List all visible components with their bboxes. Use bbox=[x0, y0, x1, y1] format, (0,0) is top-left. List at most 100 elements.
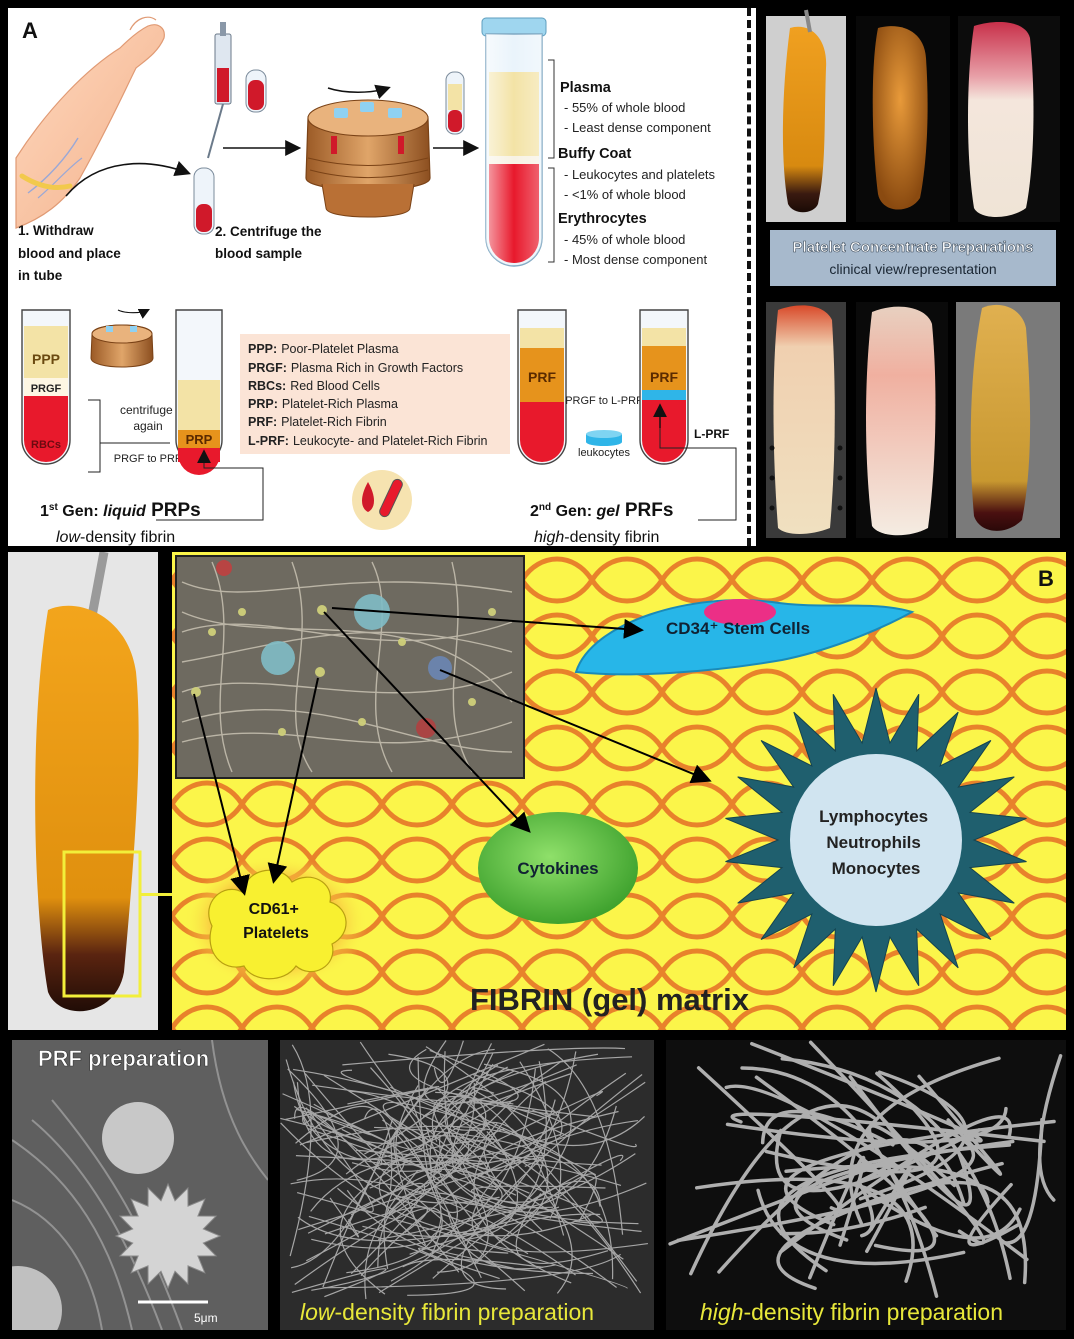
tube-rbcs-label: RBCs bbox=[31, 439, 61, 451]
gen2-subheading: high-density fibrin bbox=[534, 529, 659, 546]
centrifuge-again-line2: again bbox=[133, 419, 162, 433]
small-centrifuge-icon bbox=[90, 309, 154, 368]
cytokines-label: Cytokines bbox=[517, 859, 598, 878]
gen2-heading: 2nd Gen: gel PRFs bbox=[530, 500, 673, 521]
sem-cell-spiky bbox=[114, 1182, 222, 1290]
buffy-line1: - Leukocytes and platelets bbox=[564, 167, 716, 182]
buffy-line2: - <1% of whole blood bbox=[564, 187, 686, 202]
svg-text:1. Withdraw blood and pl: 1. Withdraw blood and place in tube bbox=[18, 223, 125, 283]
centrifuge-illustration bbox=[305, 84, 431, 218]
panel-b-matrix: B CD34⁺ Stem Cell bbox=[172, 552, 1066, 1030]
zoom-connector bbox=[140, 893, 174, 896]
prf-clot-photo-3 bbox=[968, 22, 1034, 217]
banner-title: Platelet Concentrate Preparations bbox=[793, 239, 1034, 256]
prf-clot-photo-6 bbox=[970, 304, 1031, 531]
prf-clot-photo-4 bbox=[773, 305, 835, 534]
legend-text-1: Plasma Rich in Growth Factors bbox=[291, 361, 463, 375]
tube-prf1-label: PRF bbox=[528, 369, 556, 385]
svg-text:RBCs:Red Blood Cells: RBCs:Red Blood Cells bbox=[248, 379, 380, 393]
small-blood-tube bbox=[193, 167, 215, 235]
legend-text-3: Platelet-Rich Plasma bbox=[282, 397, 398, 411]
legend-abbr-0: PPP: bbox=[248, 342, 277, 356]
lymph-line2: Neutrophils bbox=[826, 833, 920, 852]
photo-column: Platelet Concentrate Preparations clinic… bbox=[760, 8, 1066, 546]
gen1-subheading: low-density fibrin bbox=[56, 529, 175, 546]
stem-cell-label: CD34⁺ Stem Cells bbox=[666, 619, 810, 638]
legend-abbr-5: L-PRF: bbox=[248, 434, 289, 448]
tube-prf2-label: PRF bbox=[650, 369, 678, 385]
gen1-heading: 1st Gen: liquid PRPs bbox=[40, 500, 201, 521]
svg-text:PPP:Poor-Platelet Plasma: PPP: Poor-Platelet Plasma bbox=[248, 342, 399, 356]
prf-preparation-title: PRF preparation bbox=[38, 1046, 209, 1071]
prf-clot-photo-2 bbox=[872, 26, 928, 210]
lymph-line3: Monocytes bbox=[832, 859, 921, 878]
sem-low-density-art: low-density fibrin preparation bbox=[280, 1040, 654, 1330]
legend-abbr-1: PRGF: bbox=[248, 361, 287, 375]
zoom-box bbox=[62, 850, 142, 998]
legend-abbr-4: PRF: bbox=[248, 415, 277, 429]
svg-text:centrifuge again: centrifuge again bbox=[120, 403, 176, 433]
small-separated-tube bbox=[445, 71, 465, 135]
step2-line2: blood sample bbox=[215, 246, 303, 261]
svg-text:L-PRF:Leukocyte- and Platelet-: L-PRF:Leukocyte- and Platelet-Rich Fibri… bbox=[248, 434, 488, 448]
legend-abbr-3: PRP: bbox=[248, 397, 278, 411]
panel-b-letter: B bbox=[1038, 566, 1054, 591]
prf-clot-large bbox=[35, 605, 139, 1012]
dashed-divider bbox=[747, 8, 751, 546]
fibrin-matrix-diagram: B CD34⁺ Stem Cell bbox=[172, 552, 1066, 1030]
matrix-label: FIBRIN (gel) matrix bbox=[470, 982, 750, 1017]
svg-text:PRF:Platelet-Rich Fibrin: PRF: Platelet-Rich Fibrin bbox=[248, 415, 387, 429]
tube-prf bbox=[517, 309, 567, 465]
legend-list: PPP: Poor-Platelet Plasma PRGF: Plasma Ric… bbox=[248, 342, 488, 448]
syringe-illustration bbox=[207, 22, 232, 159]
tube-prgf-label: PRGF bbox=[31, 383, 62, 395]
low-density-caption: low-density fibrin preparation bbox=[300, 1299, 594, 1325]
lymph-line1: Lymphocytes bbox=[819, 807, 928, 826]
sem-high-density-art: high-density fibrin preparation bbox=[666, 1040, 1066, 1330]
svg-text:PRGF:Plasma Rich in Growth Fac: PRGF: Plasma Rich in Growth Factors bbox=[248, 361, 463, 375]
legend-text-0: Poor-Platelet Plasma bbox=[281, 342, 398, 356]
legend-text-2: Red Blood Cells bbox=[290, 379, 380, 393]
legend-text-4: Platelet-Rich Fibrin bbox=[281, 415, 387, 429]
sem-prf-art: 5μm PRF preparation bbox=[12, 1040, 268, 1330]
tube-ppp-label: PPP bbox=[32, 351, 60, 367]
sem-cell-round bbox=[102, 1102, 174, 1174]
tube-lprf bbox=[639, 309, 689, 465]
plasma-line2: - Least dense component bbox=[564, 120, 711, 135]
panel-a-diagram: A 1. Withdraw blood and place bbox=[15, 16, 737, 546]
tube-prp-label: PRP bbox=[186, 432, 213, 447]
cytokines-shape bbox=[478, 812, 638, 924]
svg-text:Lymphocytes Neutrophils: Lymphocytes Neutrophils Monocytes bbox=[819, 807, 933, 878]
lymphocyte-star bbox=[725, 687, 1027, 993]
sem-high-density-panel: high-density fibrin preparation bbox=[666, 1040, 1066, 1330]
prgf-to-lprf-label: PRGF to L-PRF bbox=[565, 395, 643, 407]
panel-b-arrows bbox=[193, 607, 712, 896]
centrifuge-again-line1: centrifuge bbox=[120, 403, 173, 417]
tube-ppp-prgf-rbcs bbox=[21, 309, 71, 465]
svg-text:CD61+ Platelets: CD61+ Platelets bbox=[243, 901, 309, 942]
step1-line3: in tube bbox=[18, 268, 63, 283]
platelets-line2: Platelets bbox=[243, 925, 309, 942]
high-density-caption: high-density fibrin preparation bbox=[700, 1299, 1003, 1325]
sem-prf-panel: 5μm PRF preparation bbox=[12, 1040, 268, 1330]
platelets-line1: CD61+ bbox=[249, 901, 299, 918]
banner-subtitle: clinical view/representation bbox=[829, 261, 996, 277]
sem-low-density-panel: low-density fibrin preparation bbox=[280, 1040, 654, 1330]
prf-clot-photo-5 bbox=[866, 306, 936, 536]
svg-text:PRP:Platelet-Rich Plasma: PRP: Platelet-Rich Plasma bbox=[248, 397, 398, 411]
large-separated-tube bbox=[481, 17, 547, 267]
tube-prp bbox=[175, 309, 223, 475]
legend-box bbox=[240, 334, 510, 454]
arm-illustration bbox=[15, 16, 165, 229]
svg-text:2. Centrifuge the blood: 2. Centrifuge the blood sample bbox=[215, 224, 325, 261]
eryth-title: Erythrocytes bbox=[558, 211, 647, 227]
eryth-line2: - Most dense component bbox=[564, 252, 707, 267]
stem-cell-shape bbox=[574, 599, 915, 676]
blood-tube-icon bbox=[352, 470, 412, 530]
small-red-tube bbox=[245, 69, 267, 113]
panel-a-letter: A bbox=[22, 18, 38, 43]
prf-clot-large-art bbox=[35, 552, 142, 1012]
panel-a: A 1. Withdraw blood and place bbox=[8, 8, 756, 546]
step1-line2: blood and place bbox=[18, 246, 121, 261]
lprf-label: L-PRF bbox=[694, 427, 729, 441]
